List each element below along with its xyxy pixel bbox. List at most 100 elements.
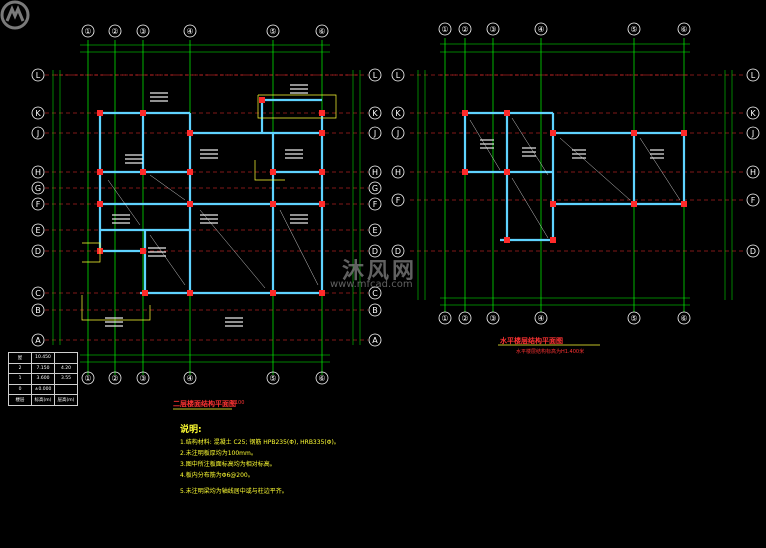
plan1-axis-right-label-circle (368, 197, 382, 211)
plan1-column (187, 169, 193, 175)
plan1-axis-right-label: K (372, 109, 378, 118)
table-row: 0±0.000 (8, 383, 78, 395)
plan2-axis-top-label: ③ (489, 25, 496, 34)
plan2-subtitle: 水平楼层结构标高为H1.400米 (516, 349, 585, 355)
plan2-axis-bottom-label-circle (438, 311, 452, 325)
table-cell: 屋 (8, 352, 32, 364)
table-cell: 0 (8, 383, 32, 395)
plan1-axis-top-label: ② (111, 27, 118, 36)
plan1-axis-left-label-circle (31, 165, 45, 179)
plan1-axis-top-label: ⑥ (318, 27, 325, 36)
plan2-axis-top-label-circle (486, 22, 500, 36)
plan1-column (140, 110, 146, 116)
plan2-axis-left-label: K (395, 109, 401, 118)
plan2-slab-diagonal (639, 137, 681, 201)
plan1-column (270, 290, 276, 296)
plan1-axis-right-label-circle (368, 181, 382, 195)
plan2-axis-top-label: ⑥ (680, 25, 687, 34)
plan2-axis-right-label-circle (746, 193, 760, 207)
plan2-column (504, 110, 510, 116)
plan1-axis-right-label-circle (368, 68, 382, 82)
plan1-column (319, 201, 325, 207)
table-cell: 标高(m) (31, 394, 55, 406)
plan2-axis-left-label-circle (391, 165, 405, 179)
plan1-axis-left-label: D (35, 247, 41, 256)
plan2-axis-bottom-label-circle (677, 311, 691, 325)
plan2-axis-bottom-label: ④ (537, 314, 544, 323)
plan1-axis-bottom-label-circle (315, 371, 329, 385)
plan1-axis-right-label-circle (368, 286, 382, 300)
table-cell: 3.55 (54, 373, 78, 385)
plan1-outline (81, 295, 151, 321)
note-item: 3.图中所注板面标高均为相对标高。 (180, 461, 276, 468)
plan2-axis-bottom-label: ③ (489, 314, 496, 323)
plan2-axis-top-label: ⑤ (630, 25, 637, 34)
plan2-axis-left-label: F (396, 196, 401, 205)
plan1-axis-bottom-label-circle (136, 371, 150, 385)
plan1-axis-bottom-label-circle (266, 371, 280, 385)
plan2-axis-right-label-circle (746, 244, 760, 258)
plan1-slab-diagonal (107, 179, 141, 226)
plan1-column (270, 169, 276, 175)
plan1-axis-left-label-circle (31, 181, 45, 195)
plan1-axis-top-label-circle (108, 24, 122, 38)
plan1-title: 二层楼面结构平面图 (173, 400, 236, 408)
table-cell: ±0.000 (31, 383, 55, 395)
plan1-slab-diagonal (149, 234, 186, 286)
table-cell: 10.450 (31, 352, 55, 364)
plan1-axis-left-label-circle (31, 68, 45, 82)
plan1-axis-top-label: ⑤ (269, 27, 276, 36)
plan1-column (97, 201, 103, 207)
plan2-axis-left-label: J (396, 129, 399, 138)
plan2-slab-diagonal (469, 119, 501, 171)
plan1-axis-bottom-label: ② (111, 374, 118, 383)
plan1-axis-left-label-circle (31, 244, 45, 258)
plan1-axis-bottom-label: ① (84, 374, 91, 383)
plan2-axis-bottom-label-circle (627, 311, 641, 325)
plan2-slab-diagonal (559, 137, 631, 201)
watermark-logo-icon (0, 0, 30, 30)
plan1-axis-right-label: F (373, 200, 378, 209)
plan2-slab-diagonal (511, 117, 549, 176)
plan2-axis-bottom-label-circle (458, 311, 472, 325)
plan1-axis-left-label: L (36, 71, 41, 80)
plan1-axis-left-label: J (36, 129, 39, 138)
plan1-outline (82, 242, 101, 263)
plan1-axis-right-label-circle (368, 106, 382, 120)
plan2-axis-left-label-circle (391, 193, 405, 207)
plan1-column (259, 97, 265, 103)
plan2-axis-top-label-circle (438, 22, 452, 36)
plan2-column (504, 237, 510, 243)
plan2-column (681, 201, 687, 207)
table-cell: 1 (8, 373, 32, 385)
plan2-column (681, 130, 687, 136)
plan1-axis-right-label-circle (368, 333, 382, 347)
plan1-slab-diagonal (279, 209, 319, 286)
plan1-column (97, 110, 103, 116)
plan1-axis-right-label-circle (368, 303, 382, 317)
plan2-axis-left-label: H (395, 168, 401, 177)
plan1-axis-top-label-circle (315, 24, 329, 38)
plan1-axis-right-label: H (372, 168, 378, 177)
watermark-url: www.mfcad.com (330, 279, 413, 290)
plan1-column (319, 169, 325, 175)
plan2-axis-bottom-label-circle (486, 311, 500, 325)
plan2-axis-bottom-label: ⑤ (630, 314, 637, 323)
plan2-column (550, 237, 556, 243)
plan1-scale: 1:100 (230, 400, 245, 406)
plan1-axis-right-label: L (373, 71, 378, 80)
table-cell: 3.600 (31, 373, 55, 385)
plan2-axis-right-label: D (750, 247, 756, 256)
plan2-axis-top-label: ② (461, 25, 468, 34)
plan1-column (270, 201, 276, 207)
plan1-outline (257, 94, 337, 119)
plan2-axis-right-label-circle (746, 165, 760, 179)
table-cell: 7.150 (31, 362, 55, 374)
plan2-axis-right-label-circle (746, 68, 760, 82)
plan1-outline (254, 160, 285, 181)
plan1-axis-right-label: J (373, 129, 376, 138)
plan2-axis-right-label: K (750, 109, 756, 118)
plan2-column (631, 201, 637, 207)
